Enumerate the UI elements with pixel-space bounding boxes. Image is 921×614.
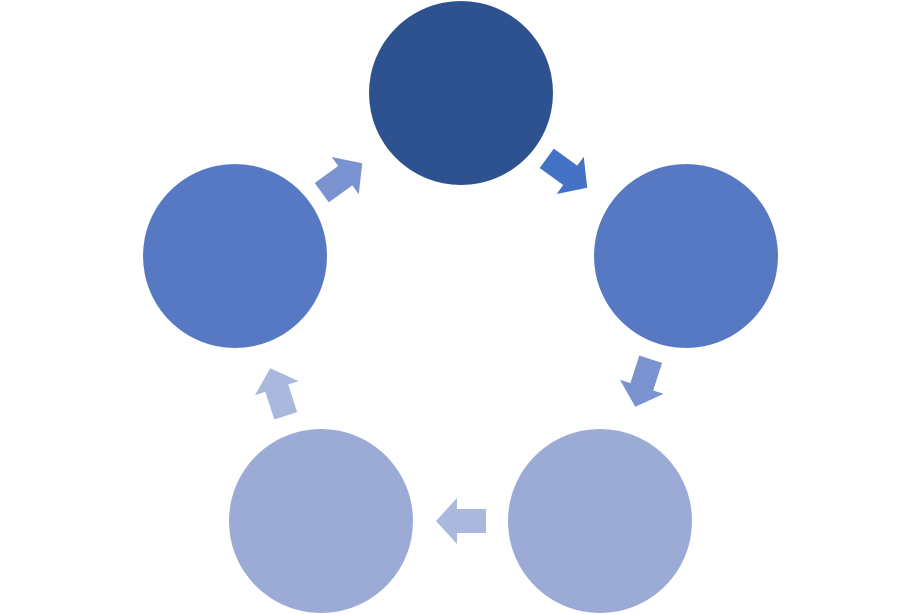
arrow-right-icon [539,148,588,194]
cycle-arrow-2 [619,355,664,407]
cycle-arrow-3 [436,498,486,544]
cycle-node-circle [229,429,413,613]
cycle-node-circle [594,164,778,348]
cycle-arrow-4 [254,368,299,420]
cycle-arrow-5 [314,157,363,203]
cycle-node-1 [369,1,553,185]
cycle-node-circle [508,429,692,613]
cycle-node-circle [369,1,553,185]
arrow-right-icon [436,498,486,544]
cycle-node-2 [594,164,778,348]
cycle-node-4 [229,429,413,613]
cycle-node-circle [143,164,327,348]
cycle-node-5 [143,164,327,348]
arrow-right-icon [254,368,299,420]
arrow-right-icon [314,157,363,203]
cycle-node-3 [508,429,692,613]
arrow-right-icon [619,355,664,407]
cycle-arrow-1 [539,148,588,194]
